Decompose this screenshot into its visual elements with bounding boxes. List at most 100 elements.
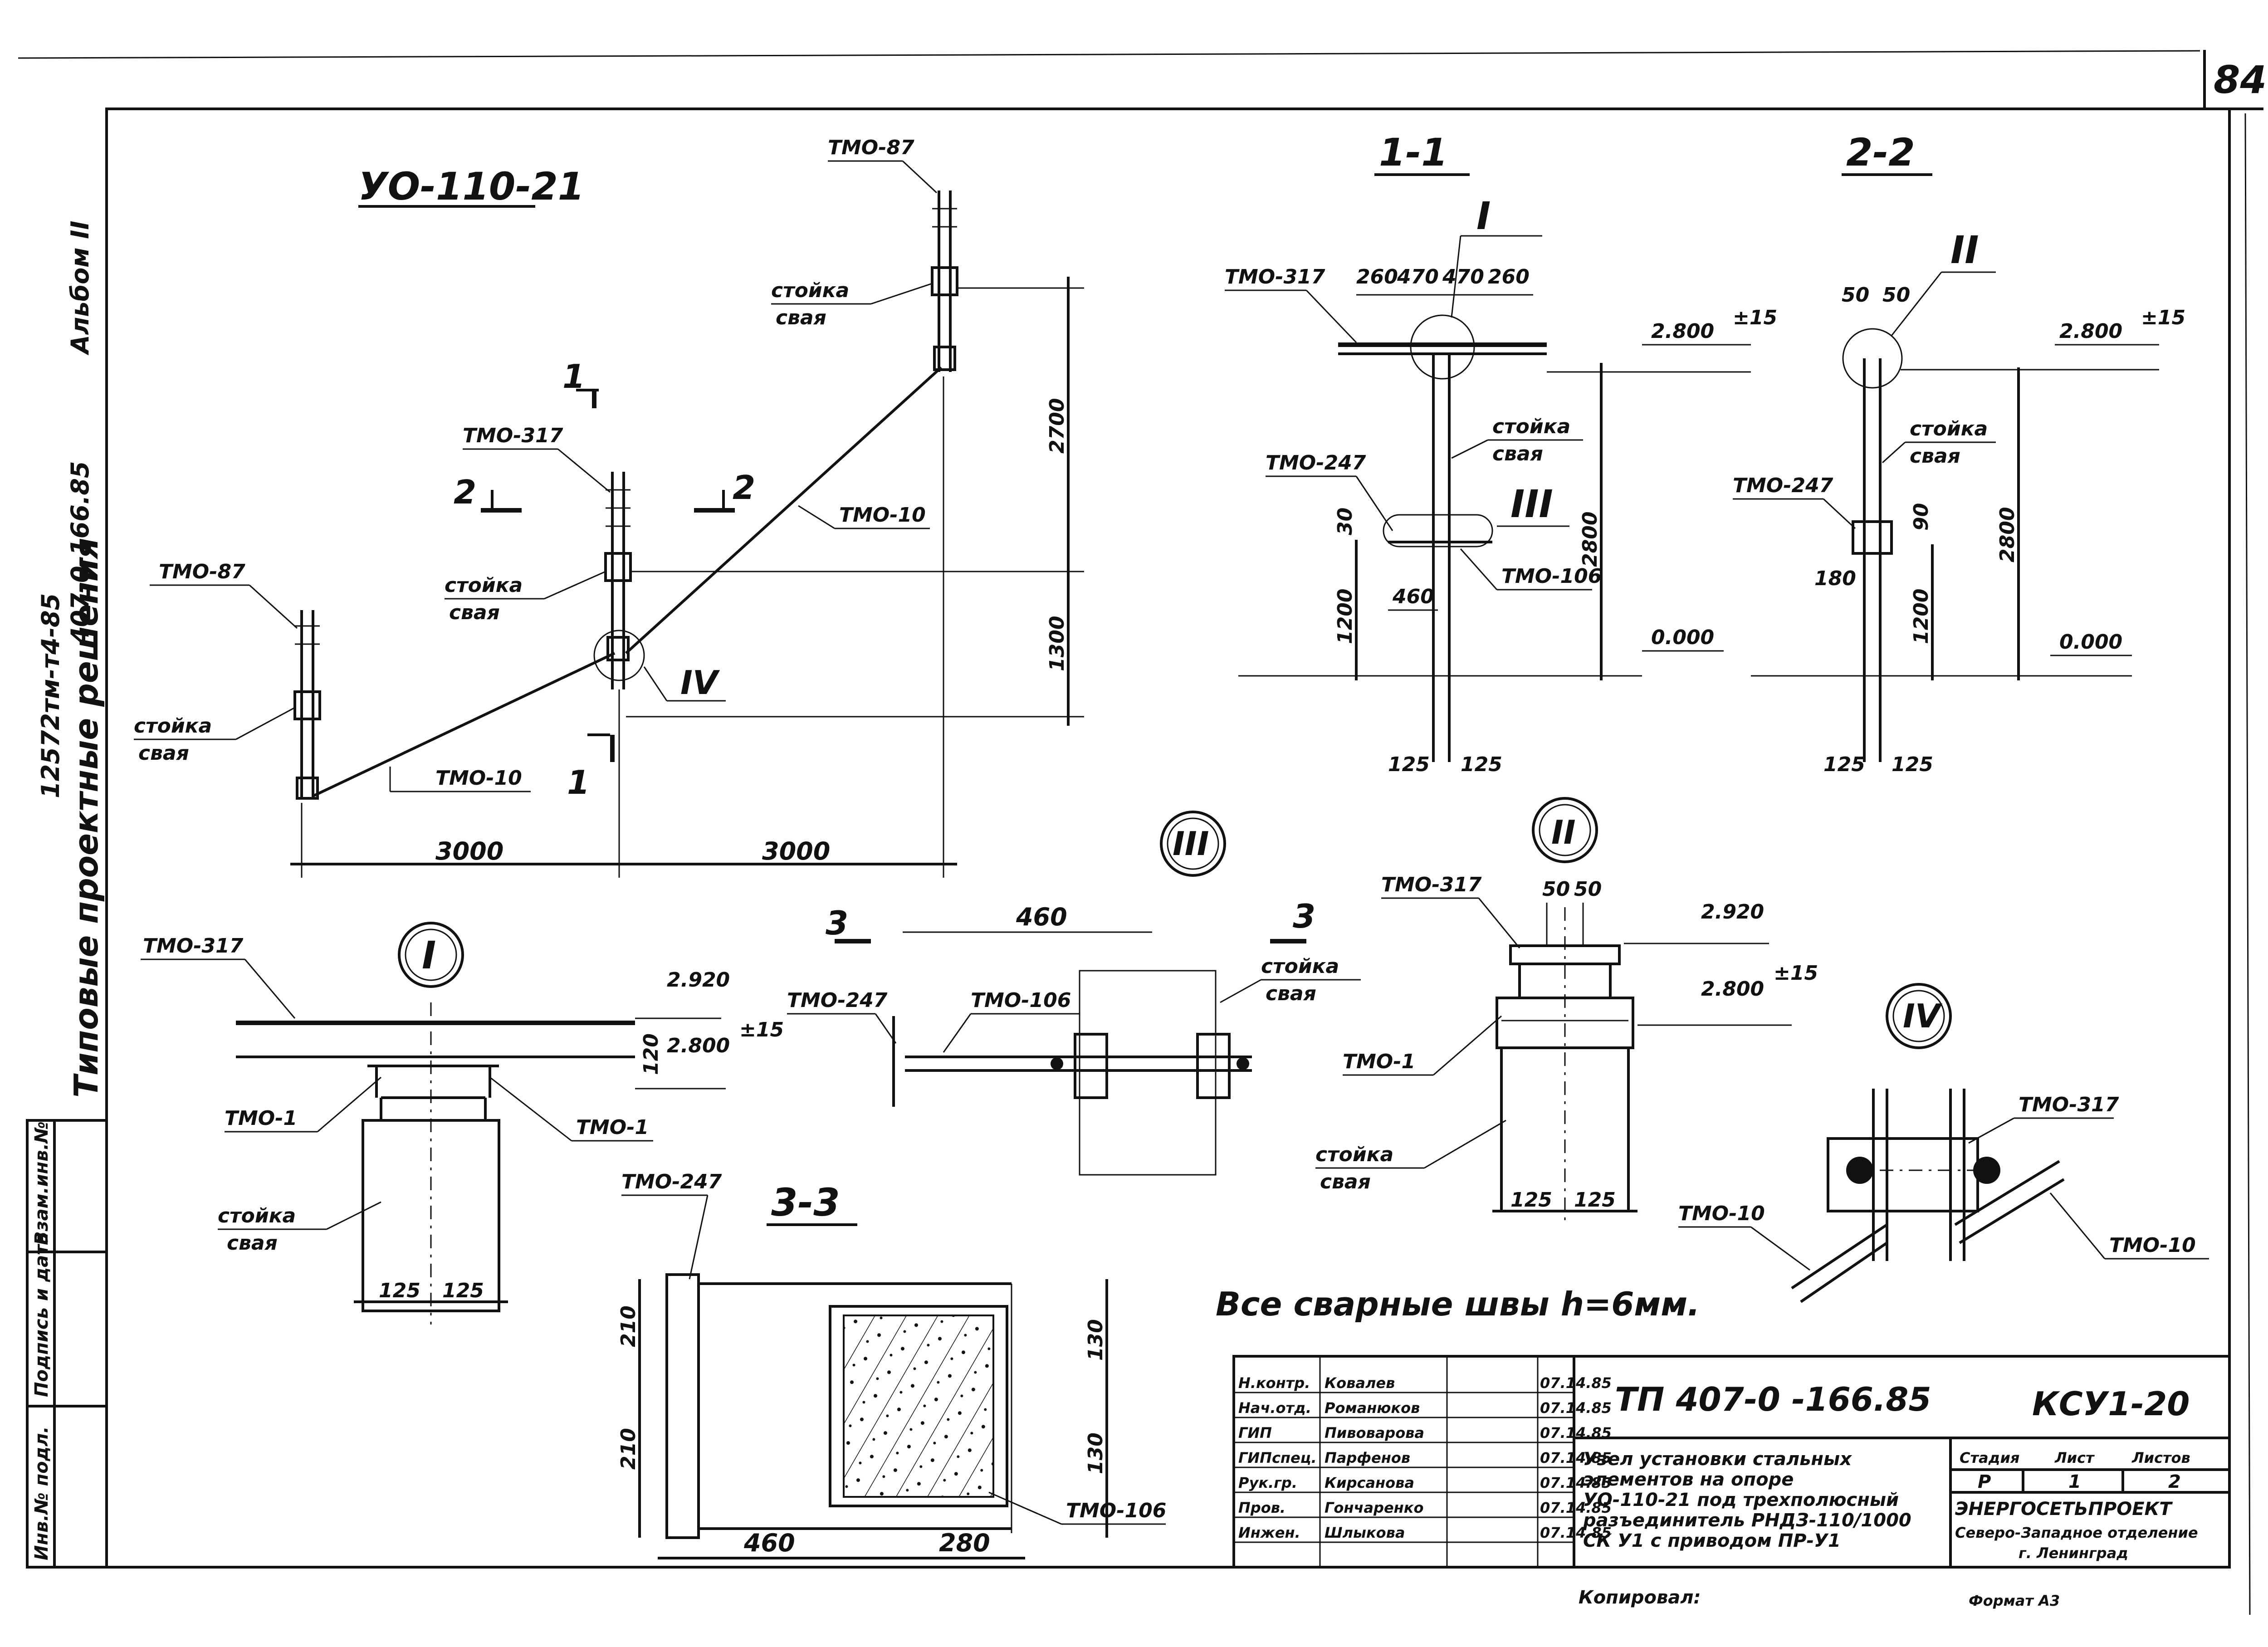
plan-label-svaya-3: свая <box>776 306 826 329</box>
node-I-elev1: 2.920 <box>667 968 730 992</box>
plan-label-svaya-2: свая <box>449 601 500 624</box>
s22-elev-ground: 0.000 <box>2059 630 2122 654</box>
tb-row-date: 07.14.85 <box>1540 1449 1612 1466</box>
s11-label-tmo247: ТМО-247 <box>1266 451 1366 474</box>
plan-label-tmo87-left: ТМО-87 <box>159 560 245 583</box>
s22-elev-top-tol: ±15 <box>2141 306 2185 329</box>
plan-label-stoika-2: стойка <box>445 574 523 597</box>
side-project-code: 407-0-166.85 <box>66 461 94 645</box>
tb-row-role: ГИП <box>1238 1424 1272 1442</box>
s33-dim-v2: 210 <box>617 1428 640 1470</box>
s33-dim-r1: 130 <box>1084 1319 1107 1361</box>
node-III-w460: 460 <box>1016 903 1067 931</box>
tb-desc-2: элементов на опоре <box>1583 1469 1794 1490</box>
s11-node-top: I <box>1476 194 1491 238</box>
s11-elev-top: 2.800 <box>1651 320 1714 343</box>
section-2-2: 2-2 II 50 50 стойка свая ТМО-247 2.800 ±… <box>1733 130 2185 776</box>
tb-row-date: 07.14.85 <box>1540 1399 1612 1417</box>
tb-row-name: Гончаренко <box>1325 1499 1423 1516</box>
tb-row-role: Нач.отд. <box>1238 1399 1311 1417</box>
s22-dim-w180: 180 <box>1814 567 1856 590</box>
plan-label-svaya-1: свая <box>138 742 189 765</box>
s22-dim-h-total: 2800 <box>1996 507 2019 562</box>
section-1-1-title: 1-1 <box>1379 130 1448 175</box>
tb-mark-code: КСУ1-20 <box>2032 1385 2190 1423</box>
left-stamp: Инв.№ подл. Подпись и дата Взам.инв.№ <box>26 1119 108 1569</box>
tb-row-name: Пивоварова <box>1325 1424 1424 1442</box>
stamp-inv-podl: Инв.№ подл. <box>31 1426 52 1560</box>
s11-label-svaya: свая <box>1492 442 1543 465</box>
s22-dim-b1: 125 <box>1823 753 1865 776</box>
s22-label-stoika: стойка <box>1910 417 1988 440</box>
s33-dim-v1: 210 <box>617 1305 640 1347</box>
tb-city: г. Ленинград <box>2019 1544 2128 1562</box>
stamp-vzam: Взам.инв.№ <box>31 1121 52 1245</box>
node-III-label-stoika: стойка <box>1261 955 1339 978</box>
node-II-b1: 125 <box>1510 1188 1552 1212</box>
tb-row-date: 07.14.85 <box>1540 1524 1612 1541</box>
plan-section-2-left: 2 <box>454 473 476 511</box>
s22-dim-top-1: 50 <box>1842 283 1869 307</box>
node-III-sect-right: 3 <box>1293 897 1315 935</box>
node-II-label-tmo317: ТМО-317 <box>1381 873 1482 896</box>
post-right <box>931 191 958 372</box>
s11-node-mid: III <box>1510 482 1553 526</box>
s33-dim-w280: 280 <box>939 1529 990 1557</box>
tb-sheets-header: Листов <box>2131 1449 2190 1466</box>
side-album: Альбом II <box>66 221 94 356</box>
title-block: ТП 407-0 -166.85 КСУ1-20 Стадия Лист Лис… <box>1232 1355 2231 1569</box>
s11-dim-top-4: 260 <box>1488 265 1530 288</box>
node-II-mark: II <box>1551 813 1576 851</box>
side-order-code: 12572тм-т4-85 <box>36 593 65 798</box>
tb-desc-5: СК У1 с приводом ПР-У1 <box>1583 1530 1841 1551</box>
tb-stage: Р <box>1978 1471 1991 1492</box>
node-I-label-svaya: свая <box>227 1232 278 1255</box>
tb-org-sub: Северо-Западное отделение <box>1955 1524 2198 1541</box>
plan-label-tmo87-right: ТМО-87 <box>828 136 914 159</box>
plan-view: УО-110-21 <box>134 136 1084 878</box>
tb-row-date: 07.14.85 <box>1540 1499 1612 1516</box>
s11-label-tmo317: ТМО-317 <box>1225 265 1325 288</box>
s11-elev-top-tol: ±15 <box>1733 306 1777 329</box>
node-III-label-tmo247: ТМО-247 <box>787 989 888 1012</box>
s33-dim-w460: 460 <box>743 1529 795 1557</box>
tb-copied: Копировал: <box>1579 1587 1701 1608</box>
node-I-elev2-tol: ±15 <box>739 1018 784 1041</box>
tb-row-role: ГИПспец. <box>1238 1449 1317 1466</box>
stamp-podpis: Подпись и дата <box>31 1232 52 1397</box>
section-1-1: 1-1 260 470 470 260 I III ТМО-317 стойка… <box>1225 130 1777 776</box>
node-II-label-tmo1: ТМО-1 <box>1343 1050 1415 1073</box>
s22-label-tmo247: ТМО-247 <box>1733 474 1833 497</box>
node-II-elev2-tol: ±15 <box>1774 962 1818 985</box>
tb-desc-3: УО-110-21 под трехполюсный <box>1583 1490 1899 1510</box>
node-II-label-svaya: свая <box>1320 1170 1371 1193</box>
s11-dim-v30: 30 <box>1334 508 1357 535</box>
s11-dim-b1: 125 <box>1388 753 1430 776</box>
s11-label-stoika: стойка <box>1492 415 1570 438</box>
plan-label-stoika-1: стойка <box>134 714 212 738</box>
node-III-mark: III <box>1173 825 1209 863</box>
plan-label-tmo10-upper: ТМО-10 <box>839 503 926 527</box>
s11-dim-h-total: 2800 <box>1579 512 1602 567</box>
tb-row-role: Рук.гр. <box>1238 1474 1297 1491</box>
tb-row-role: Пров. <box>1238 1499 1286 1516</box>
sheet-number: 84 <box>2214 58 2267 102</box>
plan-section-2-right: 2 <box>733 469 755 507</box>
s22-dim-b2: 125 <box>1892 753 1933 776</box>
node-III-sect-left: 3 <box>826 904 848 942</box>
node-II-b2: 125 <box>1574 1188 1616 1212</box>
node-IV-label-tmo10-left: ТМО-10 <box>1678 1202 1765 1225</box>
side-series: Типовые проектные решения <box>67 538 105 1098</box>
node-I-b1: 125 <box>379 1279 420 1302</box>
node-IV-label-tmo317: ТМО-317 <box>2019 1093 2119 1116</box>
node-I-label-stoika: стойка <box>218 1204 296 1227</box>
node-IV-mark: IV <box>1903 997 1943 1035</box>
node-III-label-svaya: свая <box>1266 982 1316 1005</box>
tb-org: ЭНЕРГОСЕТЬПРОЕКТ <box>1955 1499 2173 1520</box>
weld-note: Все сварные швы h=6мм. <box>1216 1285 1700 1323</box>
s33-label-tmo247: ТМО-247 <box>621 1170 722 1193</box>
s22-elev-top: 2.800 <box>2059 320 2122 343</box>
node-I: I ТМО-317 ТМО-1 ТМО-1 стойка свая 2.920 … <box>141 922 784 1324</box>
tb-format: Формат А3 <box>1969 1592 2060 1609</box>
tb-desc-4: разъединитель РНДЗ-110/1000 <box>1583 1510 1911 1531</box>
